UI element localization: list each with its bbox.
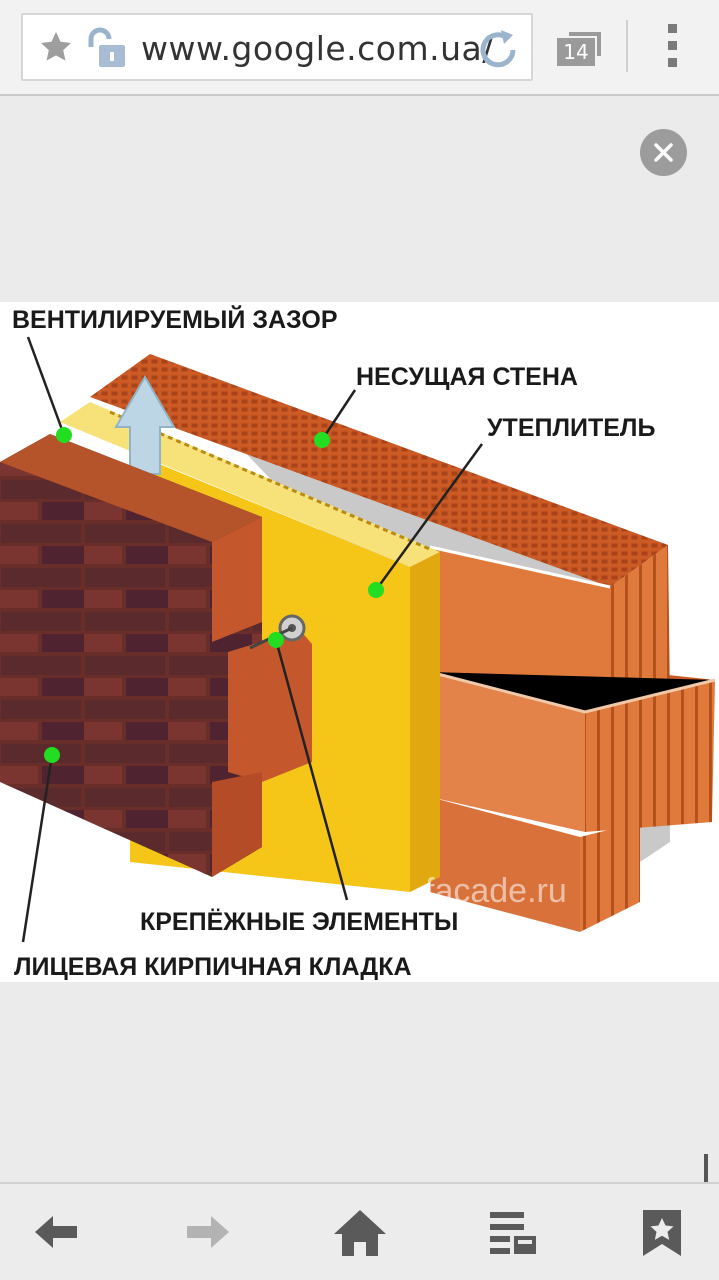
reading-list-button[interactable] bbox=[484, 1206, 544, 1258]
star-icon[interactable] bbox=[37, 29, 75, 65]
close-icon bbox=[654, 143, 673, 162]
address-bar[interactable]: www.google.com.ua/ bbox=[21, 13, 533, 81]
tabs-button[interactable]: 14 bbox=[557, 30, 605, 66]
home-icon bbox=[334, 1210, 386, 1256]
label-insulation: УТЕПЛИТЕЛЬ bbox=[487, 414, 655, 442]
label-bearing-wall: НЕСУЩАЯ СТЕНА bbox=[356, 363, 578, 391]
marker-bearing-wall bbox=[314, 432, 330, 448]
forward-arrow-icon bbox=[187, 1216, 229, 1248]
label-vent-gap: ВЕНТИЛИРУЕМЫЙ ЗАЗОР bbox=[12, 304, 338, 334]
marker-facing-brick bbox=[44, 747, 60, 763]
tab-count: 14 bbox=[557, 38, 595, 66]
toolbar-divider bbox=[626, 20, 628, 72]
browser-toolbar: www.google.com.ua/ 14 bbox=[0, 0, 719, 96]
image-preview[interactable]: facade.ru ВЕНТИЛИРУЕМЫЙ ЗАЗОР НЕСУЩАЯ СТ… bbox=[0, 302, 719, 982]
marker-insulation bbox=[368, 582, 384, 598]
watermark-text: facade.ru bbox=[425, 872, 567, 910]
back-button[interactable] bbox=[27, 1206, 87, 1258]
bookmarks-button[interactable] bbox=[633, 1206, 693, 1258]
wall-construction-diagram: facade.ru ВЕНТИЛИРУЕМЫЙ ЗАЗОР НЕСУЩАЯ СТ… bbox=[0, 304, 716, 981]
tabs-icon bbox=[569, 32, 601, 56]
close-button[interactable] bbox=[640, 129, 687, 176]
label-facing-brick: ЛИЦЕВАЯ КИРПИЧНАЯ КЛАДКА bbox=[14, 953, 412, 981]
reading-list-icon bbox=[490, 1212, 536, 1254]
unlocked-lock-icon bbox=[88, 27, 125, 67]
url-text[interactable]: www.google.com.ua/ bbox=[141, 29, 494, 68]
reload-icon[interactable] bbox=[475, 27, 521, 73]
bottom-navigation-bar bbox=[0, 1182, 719, 1280]
back-arrow-icon bbox=[35, 1216, 77, 1248]
home-button[interactable] bbox=[330, 1206, 390, 1258]
marker-fasteners bbox=[268, 632, 284, 648]
label-fasteners: КРЕПЁЖНЫЕ ЭЛЕМЕНТЫ bbox=[140, 908, 458, 936]
marker-vent-gap bbox=[56, 427, 72, 443]
overflow-menu-icon[interactable] bbox=[668, 24, 678, 72]
scroll-indicator[interactable] bbox=[704, 1154, 708, 1182]
forward-button[interactable] bbox=[177, 1206, 237, 1258]
bookmarks-icon bbox=[643, 1210, 681, 1256]
